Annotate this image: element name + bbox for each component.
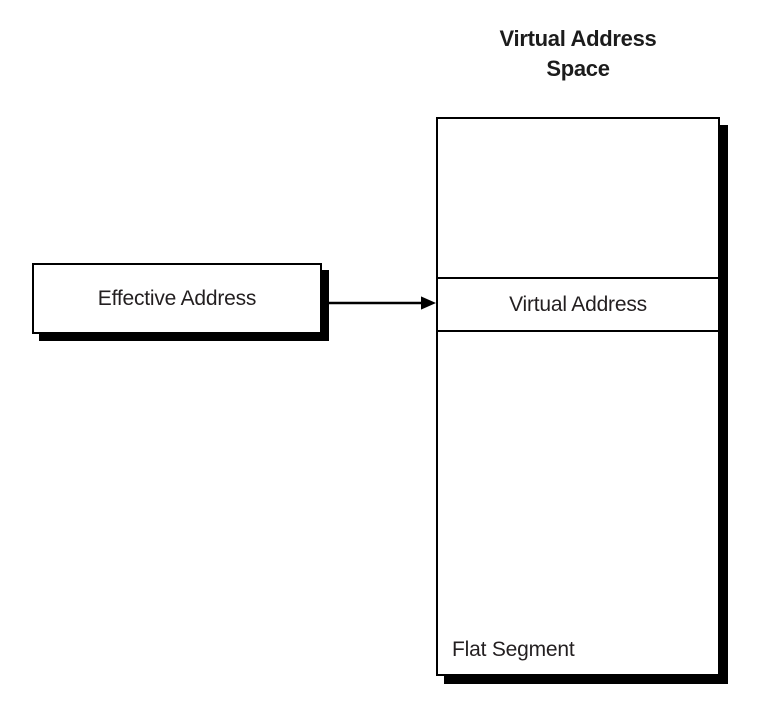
virtual-address-space-title: Virtual Address Space [436,24,720,84]
effective-address-box: Effective Address [32,263,322,334]
effective-address-label: Effective Address [97,286,257,310]
virtual-address-label: Virtual Address [509,292,647,316]
flat-segment-label: Flat Segment [452,638,575,661]
virtual-address-band: Virtual Address [438,277,718,332]
title-line-1: Virtual Address [499,26,657,51]
virtual-address-space-box: Virtual Address Flat Segment [436,117,720,676]
effective-to-virtual-arrow-icon [326,296,436,310]
title-line-2: Space [546,56,610,81]
